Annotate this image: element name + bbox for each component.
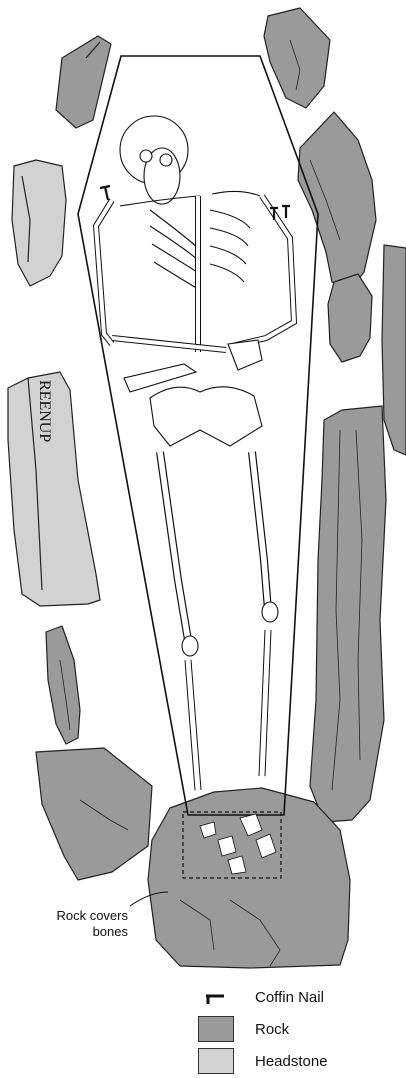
legend-item-rock: Rock: [198, 1016, 289, 1042]
legend-label-rock: Rock: [255, 1021, 289, 1038]
rock: [36, 748, 152, 880]
rock: [298, 112, 376, 290]
rock: [382, 245, 406, 455]
headstone: [12, 160, 66, 286]
headstone-inscription: REENUP: [36, 380, 53, 442]
coffin-nail: [282, 206, 290, 218]
rock-swatch: [198, 1016, 234, 1042]
legend-item-coffin-nail: Coffin Nail: [198, 984, 324, 1010]
nail-icon: [198, 984, 234, 1010]
headstone-swatch: [198, 1048, 234, 1074]
legend-item-headstone: Headstone: [198, 1048, 328, 1074]
headstone: [8, 372, 100, 606]
rock-covers-bones-annotation: Rock covers bones: [24, 908, 128, 940]
rock: [56, 36, 111, 128]
coffin-nail: [100, 186, 110, 200]
annotation-line-1: Rock covers: [24, 908, 128, 924]
legend-label-coffin-nail: Coffin Nail: [255, 989, 324, 1006]
rock: [46, 626, 80, 744]
skeleton: [96, 116, 294, 790]
coffin-outline: [78, 56, 318, 815]
rock: [310, 406, 386, 822]
legend-label-headstone: Headstone: [255, 1053, 328, 1070]
annotation-line-2: bones: [24, 924, 128, 940]
rock: [328, 274, 372, 362]
